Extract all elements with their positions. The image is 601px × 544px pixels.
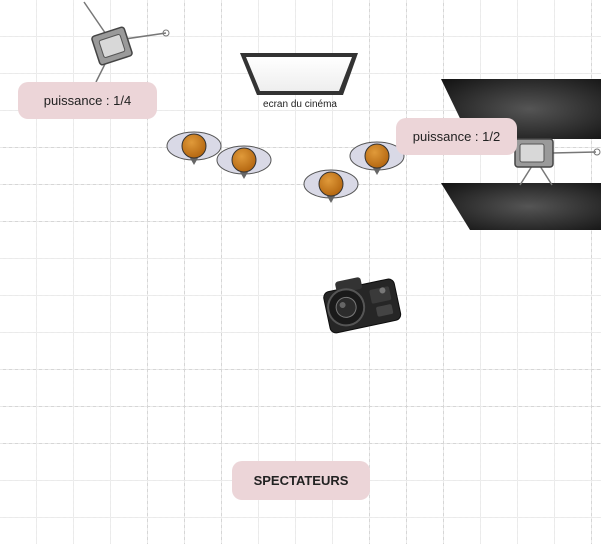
person-icon-1 (166, 131, 222, 165)
screen-caption: ecran du cinéma (263, 99, 337, 110)
right-light-power-label: puissance : 1/2 (396, 118, 517, 155)
flag-panel-bottom-icon (441, 183, 601, 230)
camera-icon (323, 277, 402, 334)
person-icon-3 (303, 169, 359, 203)
left-light-icon (83, 1, 170, 83)
person-icon-4 (349, 141, 405, 175)
right-light-icon (514, 138, 601, 186)
audience-label: SPECTATEURS (232, 461, 370, 500)
left-light-power-label: puissance : 1/4 (18, 82, 157, 119)
screen-icon (240, 53, 358, 95)
person-icon-2 (216, 145, 272, 179)
